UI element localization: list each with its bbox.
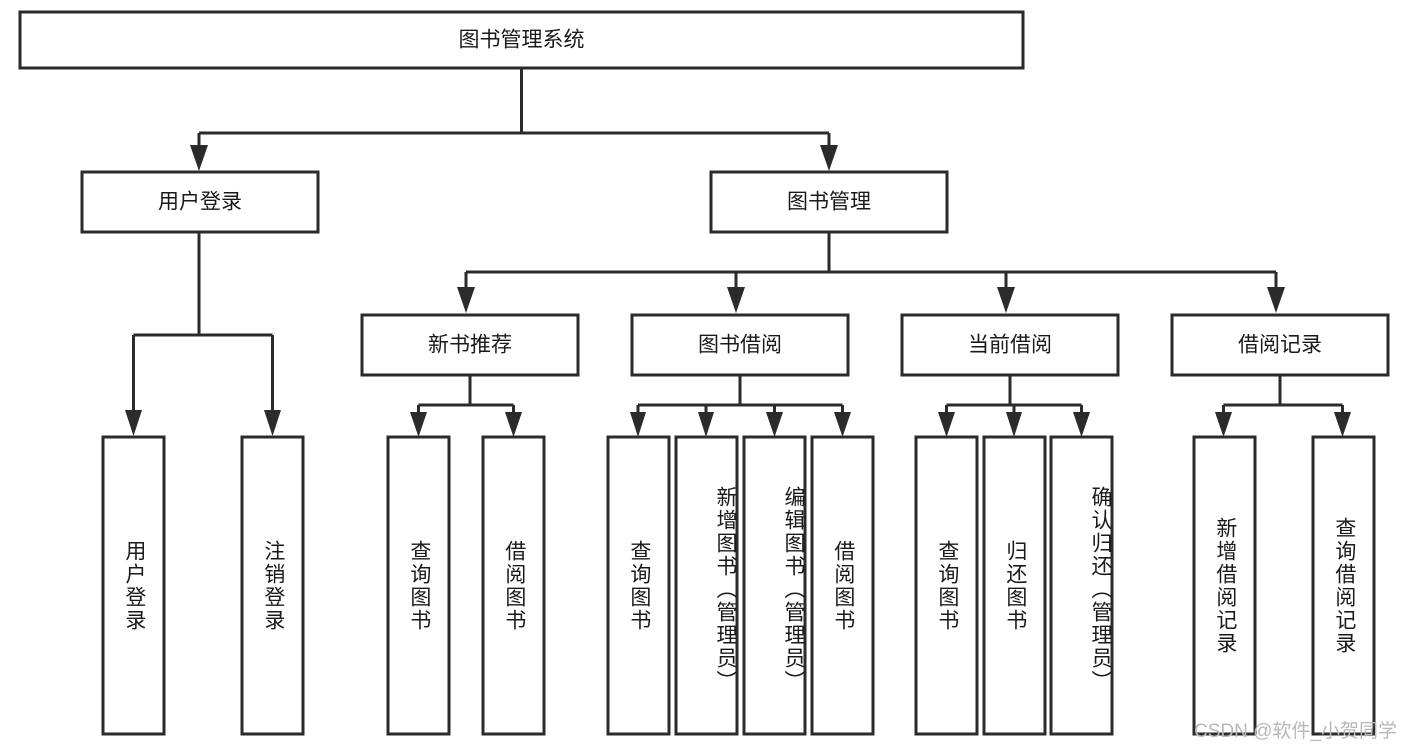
node-leaf-borrow-lend[interactable]	[810, 435, 875, 736]
arrow-head-leaf-borrow-record-1	[1215, 412, 1232, 437]
node-root-system[interactable]	[18, 10, 1025, 70]
node-leaf-newbook-query[interactable]	[386, 435, 451, 736]
arrow-head-leaf-book-borrow-3	[766, 412, 783, 437]
arrow-head-leaf-new-book-1	[410, 412, 427, 437]
arrow-head-leaf-book-borrow-2	[698, 412, 714, 437]
node-leaf-record-query[interactable]	[1311, 435, 1376, 736]
arrow-head-user-login	[190, 145, 208, 171]
arrow-head-new-book-recommend	[457, 287, 475, 313]
arrow-head-current-borrow	[997, 287, 1015, 313]
arrow-head-leaf-current-borrow-1	[938, 412, 955, 437]
node-user-login[interactable]	[80, 170, 320, 234]
node-leaf-current-confirm[interactable]	[1049, 435, 1114, 736]
node-book-manage-label: 图书管理	[787, 191, 871, 214]
node-leaf-user-login-login[interactable]	[101, 435, 166, 736]
arrow-head-book-manage	[820, 145, 838, 171]
connector-layer	[125, 68, 1351, 437]
arrow-head-borrow-record	[1267, 287, 1285, 313]
node-current-borrow-label: 当前借阅	[968, 334, 1052, 357]
arrow-head-leaf-borrow-record-2	[1334, 412, 1351, 437]
node-new-book-recommend[interactable]	[360, 313, 580, 377]
arrow-head-leaf-user-login-1	[125, 410, 142, 436]
node-root-system-label: 图书管理系统	[459, 29, 585, 52]
node-book-borrow[interactable]	[630, 313, 850, 377]
node-leaf-borrow-query[interactable]	[606, 435, 671, 736]
node-borrow-record-label: 借阅记录	[1238, 334, 1322, 357]
arrow-head-leaf-current-borrow-2	[1006, 412, 1022, 437]
node-leaf-newbook-borrow[interactable]	[481, 435, 546, 736]
arrow-head-leaf-book-borrow-1	[630, 412, 646, 437]
node-leaf-borrow-add[interactable]	[674, 435, 739, 736]
node-leaf-current-query[interactable]	[914, 435, 979, 736]
node-book-manage[interactable]	[709, 170, 949, 234]
arrow-head-leaf-new-book-2	[505, 412, 522, 437]
arrow-head-leaf-book-borrow-4	[834, 412, 851, 437]
node-leaf-borrow-edit[interactable]	[742, 435, 807, 736]
node-leaf-current-return[interactable]	[982, 435, 1047, 736]
arrow-head-book-borrow	[727, 287, 745, 313]
arrow-head-leaf-current-borrow-3	[1073, 412, 1090, 437]
node-leaf-user-login-logout[interactable]	[240, 435, 305, 736]
node-borrow-record[interactable]	[1170, 313, 1390, 377]
arrow-head-leaf-user-login-2	[264, 410, 281, 436]
node-current-borrow[interactable]	[900, 313, 1120, 377]
node-book-borrow-label: 图书借阅	[698, 334, 782, 357]
csdn-watermark: CSDN @软件_小贺同学	[1194, 721, 1397, 742]
node-leaf-record-add[interactable]	[1192, 435, 1257, 736]
node-layer: 图书管理系统 用户登录 图书管理 新书推荐 图书借阅 当前借阅 借阅记录	[18, 10, 1390, 736]
node-user-login-label: 用户登录	[158, 191, 242, 214]
node-new-book-recommend-label: 新书推荐	[428, 334, 512, 357]
